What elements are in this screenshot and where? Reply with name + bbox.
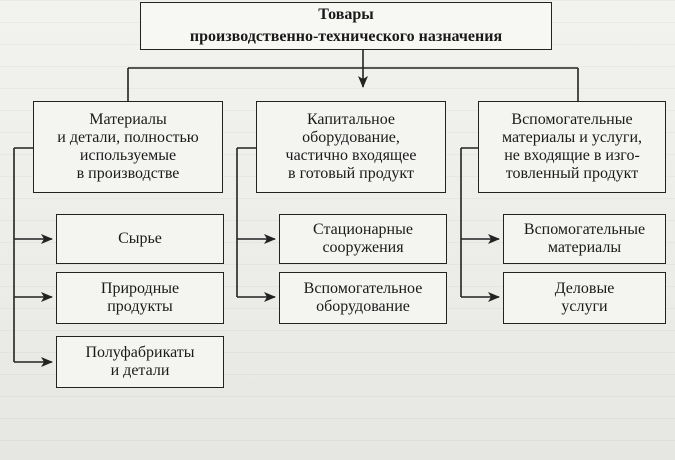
item-stationary-structures: Стационарные сооружения (279, 214, 447, 264)
category-materials-node: Материалы и детали, полностью используем… (33, 101, 223, 193)
root-node: Товары производственно-технического назн… (140, 2, 552, 50)
category-services-node: Вспомогательные материалы и услуги, не в… (478, 101, 666, 193)
item-auxiliary-materials: Вспомогательные материалы (503, 214, 666, 264)
item-business-services: Деловые услуги (503, 272, 666, 324)
root-title-line1: Товары (318, 6, 374, 23)
root-title-line2: производственно-технического назначения (189, 28, 503, 45)
category-equipment-node: Капитальное оборудование, частично входя… (256, 101, 446, 193)
item-auxiliary-equipment: Вспомогательное оборудование (279, 272, 447, 324)
item-raw-materials: Сырье (56, 214, 224, 264)
item-semi-finished-parts: Полуфабрикаты и детали (56, 336, 224, 388)
item-natural-products: Природные продукты (56, 272, 224, 324)
